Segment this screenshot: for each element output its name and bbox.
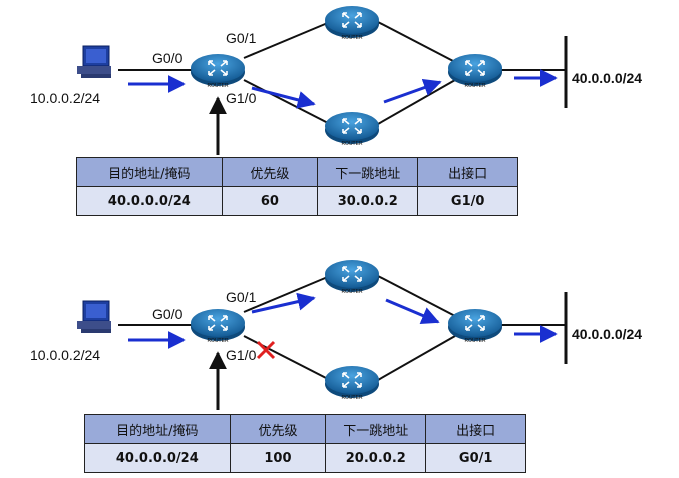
table-header-row: 目的地址/掩码 优先级 下一跳地址 出接口 <box>84 414 526 444</box>
header-dest-mask: 目的地址/掩码 <box>84 414 231 444</box>
router-icon <box>324 5 380 39</box>
traffic-arrow <box>385 298 440 324</box>
router-caption: ROUTER <box>341 289 363 295</box>
host-ip-label: 10.0.0.2/24 <box>30 347 100 363</box>
traffic-arrow <box>251 86 316 109</box>
cell-priority: 100 <box>229 443 327 473</box>
router-icon <box>447 308 503 342</box>
router-caption: ROUTER <box>341 35 363 41</box>
table-row: 40.0.0.0/24 60 30.0.0.2 G1/0 <box>76 186 518 216</box>
header-next-hop: 下一跳地址 <box>317 157 419 187</box>
table-row: 40.0.0.0/24 100 20.0.0.2 G0/1 <box>84 443 526 473</box>
iface-g10-label: G1/0 <box>226 90 257 106</box>
router-caption: ROUTER <box>464 83 486 89</box>
header-out-iface: 出接口 <box>425 414 526 444</box>
link-upper-right <box>377 275 456 317</box>
host-ip-label: 10.0.0.2/24 <box>30 90 100 106</box>
router-icon <box>324 259 380 293</box>
router-caption: ROUTER <box>207 83 229 89</box>
router-caption: ROUTER <box>341 395 363 401</box>
router-caption: ROUTER <box>341 141 363 147</box>
table-header-row: 目的地址/掩码 优先级 下一跳地址 出接口 <box>76 157 518 187</box>
link-failure-icon <box>256 340 276 360</box>
pc-icon <box>76 45 112 79</box>
header-next-hop: 下一跳地址 <box>325 414 427 444</box>
traffic-arrow <box>383 78 442 104</box>
cell-out-iface: G1/0 <box>417 186 518 216</box>
router-icon <box>324 111 380 145</box>
link-g01-upper <box>243 21 331 59</box>
pc-icon <box>76 300 112 334</box>
iface-g00-label: G0/0 <box>152 50 183 66</box>
dest-network-label: 40.0.0.0/24 <box>572 70 642 86</box>
router-icon <box>447 53 503 87</box>
cell-next-hop: 30.0.0.2 <box>317 186 419 216</box>
link-g10-lower <box>243 79 331 125</box>
router-icon <box>190 53 246 87</box>
router-icon <box>324 365 380 399</box>
router-caption: ROUTER <box>207 338 229 344</box>
cell-dest-mask: 40.0.0.0/24 <box>84 443 231 473</box>
cell-priority: 60 <box>221 186 319 216</box>
iface-g00-label: G0/0 <box>152 306 183 322</box>
link-upper-right <box>377 21 456 63</box>
header-dest-mask: 目的地址/掩码 <box>76 157 223 187</box>
cell-dest-mask: 40.0.0.0/24 <box>76 186 223 216</box>
iface-g01-label: G0/1 <box>226 30 257 46</box>
cell-next-hop: 20.0.0.2 <box>325 443 427 473</box>
top-scenario: ROUTER ROUTER ROUTER ROUTER 10.0.0.2/24 … <box>30 5 642 155</box>
header-priority: 优先级 <box>229 414 327 444</box>
bottom-scenario: ROUTER ROUTER ROUTER ROUTER 10.0.0.2/24 … <box>30 259 642 410</box>
iface-g01-label: G0/1 <box>226 289 257 305</box>
dest-network-label: 40.0.0.0/24 <box>572 326 642 342</box>
link-lower-right <box>377 335 456 381</box>
link-g10-lower <box>243 335 331 381</box>
iface-g10-label: G1/0 <box>226 347 257 363</box>
traffic-arrow <box>251 292 316 314</box>
link-g01-upper <box>243 275 331 313</box>
header-out-iface: 出接口 <box>417 157 518 187</box>
header-priority: 优先级 <box>221 157 319 187</box>
router-caption: ROUTER <box>464 338 486 344</box>
cell-out-iface: G0/1 <box>425 443 526 473</box>
routing-table-bottom: 目的地址/掩码 优先级 下一跳地址 出接口 40.0.0.0/24 100 20… <box>84 414 526 473</box>
router-icon <box>190 308 246 342</box>
link-lower-right <box>377 79 456 125</box>
routing-table-top: 目的地址/掩码 优先级 下一跳地址 出接口 40.0.0.0/24 60 30.… <box>76 157 518 216</box>
